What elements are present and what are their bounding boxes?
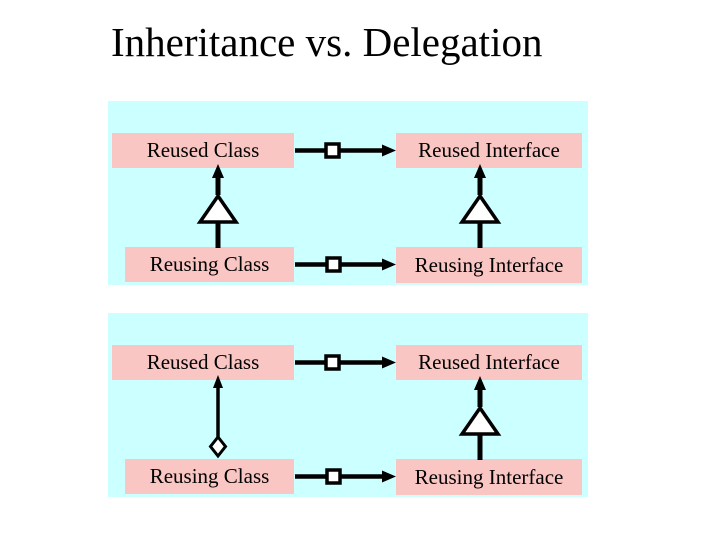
reused-class-box: Reused Class	[112, 345, 294, 380]
reusing-class-box: Reusing Class	[125, 247, 294, 282]
generalization-arrow-icon	[458, 164, 502, 248]
reused-interface-box: Reused Interface	[396, 133, 582, 168]
interface-association-arrow-icon	[295, 354, 396, 371]
inheritance-diagram-panel: Reused Class Reused Interface Reusing Cl…	[108, 101, 588, 285]
interface-association-arrow-icon	[295, 142, 396, 159]
slide-title: Inheritance vs. Delegation	[111, 19, 543, 65]
generalization-arrow-icon	[458, 376, 502, 460]
reusing-interface-box: Reusing Interface	[396, 247, 582, 283]
interface-association-arrow-icon	[295, 256, 396, 273]
reused-class-box: Reused Class	[112, 133, 294, 168]
delegation-diagram-panel: Reused Class Reused Interface Reusing Cl…	[108, 313, 588, 497]
reused-interface-box: Reused Interface	[396, 345, 582, 380]
interface-association-arrow-icon	[295, 468, 396, 485]
delegation-aggregation-arrow-icon	[208, 375, 228, 459]
reusing-interface-box: Reusing Interface	[396, 459, 582, 495]
generalization-arrow-icon	[196, 164, 240, 248]
reusing-class-box: Reusing Class	[125, 459, 294, 494]
